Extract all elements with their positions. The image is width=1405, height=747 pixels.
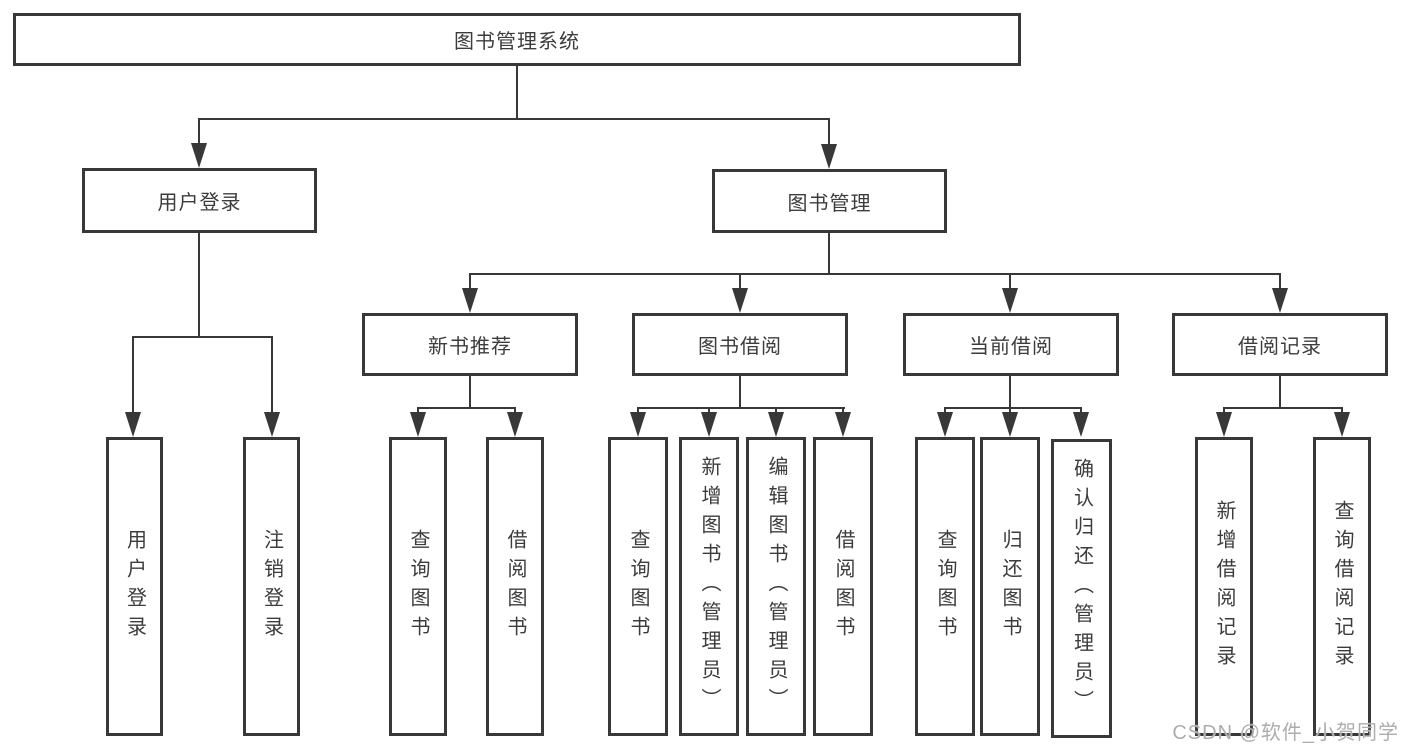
node-borrow-books: 借阅图书 bbox=[813, 437, 873, 736]
node-label: 图书管理系统 bbox=[454, 31, 580, 53]
node-book-borrowing: 图书借阅 bbox=[632, 313, 848, 376]
node-label: 查询图书 bbox=[407, 528, 429, 645]
node-query-borrow-record: 查询借阅记录 bbox=[1313, 437, 1371, 736]
connector-line bbox=[637, 407, 845, 409]
node-add-borrow-record: 新增借阅记录 bbox=[1195, 437, 1253, 736]
down-arrowhead-icon bbox=[835, 412, 851, 437]
down-arrowhead-icon bbox=[264, 412, 280, 437]
node-label: 当前借阅 bbox=[969, 336, 1053, 358]
node-user-login-group: 用户登录 bbox=[82, 168, 317, 233]
node-label: 借阅记录 bbox=[1238, 336, 1322, 358]
node-label: 编辑图书（管理员） bbox=[765, 456, 787, 717]
node-label: 图书管理 bbox=[787, 192, 872, 215]
connector-line bbox=[1009, 273, 1011, 293]
down-arrowhead-icon bbox=[701, 412, 717, 437]
node-label: 归还图书 bbox=[999, 528, 1021, 645]
connector-line bbox=[1009, 376, 1011, 407]
connector-line bbox=[828, 233, 830, 273]
down-arrowhead-icon bbox=[732, 288, 748, 313]
connector-line bbox=[516, 66, 518, 118]
connector-line bbox=[469, 273, 471, 293]
connector-line bbox=[198, 233, 200, 336]
node-label: 图书借阅 bbox=[698, 336, 782, 358]
node-return-books: 归还图书 bbox=[980, 437, 1040, 736]
connector-line bbox=[417, 407, 516, 409]
node-query-books-borrowing: 查询图书 bbox=[608, 437, 668, 736]
node-logout: 注销登录 bbox=[243, 437, 300, 736]
node-label: 查询借阅记录 bbox=[1331, 499, 1353, 674]
node-label: 确认归还（管理员） bbox=[1070, 458, 1093, 719]
connector-line bbox=[1223, 407, 1343, 409]
connector-line bbox=[469, 273, 1281, 275]
connector-line bbox=[828, 118, 830, 152]
connector-line bbox=[132, 336, 134, 416]
down-arrowhead-icon bbox=[507, 412, 523, 437]
node-label: 借阅图书 bbox=[504, 528, 526, 645]
node-query-books-recommend: 查询图书 bbox=[389, 437, 447, 736]
connector-line bbox=[198, 118, 830, 120]
node-borrowing-records: 借阅记录 bbox=[1172, 313, 1388, 376]
down-arrowhead-icon bbox=[1272, 288, 1288, 313]
connector-line bbox=[271, 336, 273, 416]
connector-line bbox=[1279, 376, 1281, 407]
down-arrowhead-icon bbox=[937, 412, 953, 437]
down-arrowhead-icon bbox=[1216, 412, 1232, 437]
node-label: 查询图书 bbox=[934, 528, 956, 645]
node-label: 新书推荐 bbox=[428, 336, 512, 358]
down-arrowhead-icon bbox=[410, 412, 426, 437]
down-arrowhead-icon bbox=[125, 412, 141, 437]
connector-line bbox=[739, 273, 741, 293]
node-edit-books-admin: 编辑图书（管理员） bbox=[746, 437, 806, 736]
down-arrowhead-icon bbox=[630, 412, 646, 437]
node-current-borrowing: 当前借阅 bbox=[903, 313, 1119, 376]
connector-line bbox=[944, 407, 1082, 409]
node-label: 用户登录 bbox=[123, 528, 146, 645]
down-arrowhead-icon bbox=[821, 144, 837, 169]
down-arrowhead-icon bbox=[1334, 412, 1350, 437]
node-label: 新增借阅记录 bbox=[1213, 499, 1235, 674]
node-borrow-books-recommend: 借阅图书 bbox=[486, 437, 544, 736]
node-query-books-current: 查询图书 bbox=[915, 437, 975, 736]
connector-line bbox=[132, 336, 273, 338]
node-label: 注销登录 bbox=[260, 528, 283, 645]
node-library-system-root: 图书管理系统 bbox=[13, 13, 1021, 66]
node-label: 借阅图书 bbox=[832, 528, 854, 645]
down-arrowhead-icon bbox=[768, 412, 784, 437]
connector-line bbox=[469, 376, 471, 407]
node-confirm-return-admin: 确认归还（管理员） bbox=[1051, 439, 1112, 738]
connector-line bbox=[739, 376, 741, 407]
down-arrowhead-icon bbox=[1002, 412, 1018, 437]
node-add-books-admin: 新增图书（管理员） bbox=[679, 437, 739, 736]
down-arrowhead-icon bbox=[1002, 288, 1018, 313]
down-arrowhead-icon bbox=[191, 143, 207, 168]
down-arrowhead-icon bbox=[462, 288, 478, 313]
node-label: 用户登录 bbox=[157, 192, 242, 214]
node-new-book-recommend: 新书推荐 bbox=[362, 313, 578, 376]
node-book-management: 图书管理 bbox=[712, 169, 947, 233]
node-label: 查询图书 bbox=[627, 528, 649, 645]
connector-line bbox=[1279, 273, 1281, 293]
connector-line bbox=[198, 118, 200, 152]
node-user-login: 用户登录 bbox=[106, 437, 163, 736]
down-arrowhead-icon bbox=[1073, 412, 1089, 437]
node-label: 新增图书（管理员） bbox=[698, 456, 720, 717]
